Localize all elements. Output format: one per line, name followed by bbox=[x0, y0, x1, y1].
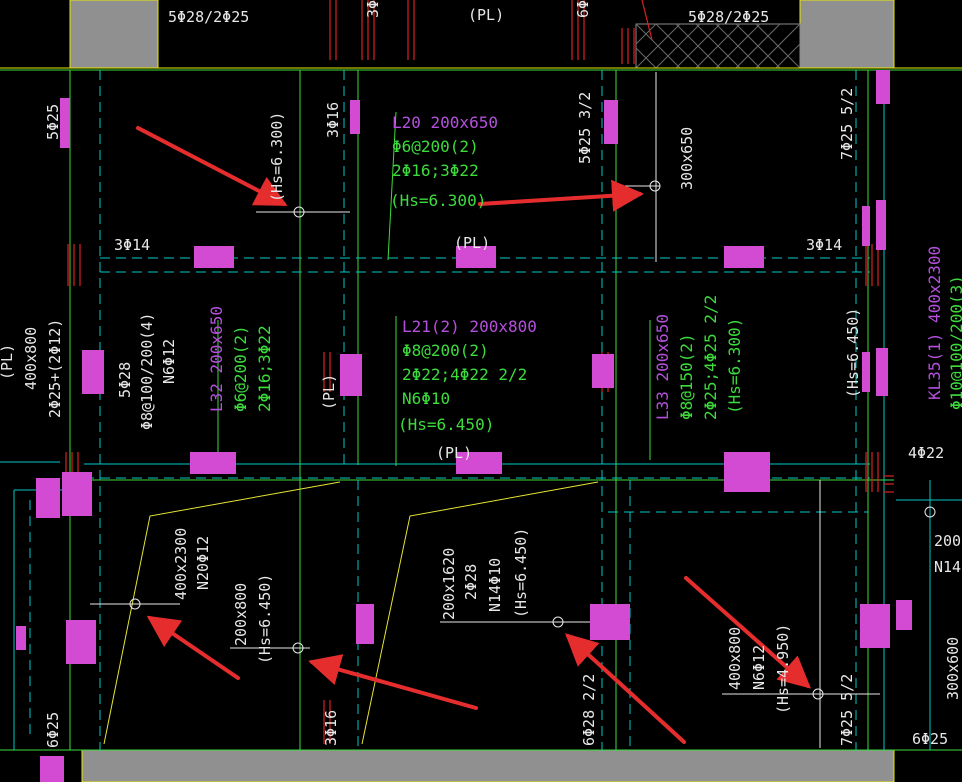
label-n6d12-left[interactable]: N6Φ12 bbox=[160, 339, 178, 384]
beam-l32-size: L32 200x650 bbox=[207, 306, 226, 412]
label-5d28[interactable]: 5Φ28 bbox=[116, 362, 134, 398]
beam-l21-label[interactable]: L21(2) 200x800 Φ8@200(2) 2Φ22;4Φ22 2/2 N… bbox=[398, 317, 537, 434]
marker-circle bbox=[293, 206, 305, 218]
beam-l32-stirrup: Φ6@200(2) bbox=[231, 325, 250, 412]
beam-kl35-size: KL35(1) 400x2300 bbox=[925, 246, 944, 400]
column-top-right[interactable] bbox=[799, 0, 895, 69]
beam-l32-label[interactable]: L32 200x650 Φ6@200(2) 2Φ16;3Φ22 bbox=[207, 306, 274, 412]
marker-circle bbox=[924, 506, 936, 518]
marker-circle bbox=[129, 598, 141, 610]
label-6d25-right-bottom[interactable]: 6Φ25 bbox=[912, 730, 948, 748]
top-labels: 5Φ28/2Φ25 (PL) 5Φ28/2Φ25 3Φ1 6Φ bbox=[168, 0, 769, 26]
label-7d25-52-upper[interactable]: 7Φ25 5/2 bbox=[838, 88, 856, 160]
label-pl-mid[interactable]: (PL) bbox=[320, 374, 338, 410]
beam-l33-size: L33 200x650 bbox=[653, 314, 672, 420]
label-3d16-lower[interactable]: 3Φ16 bbox=[322, 710, 340, 746]
beam-l20-label[interactable]: L20 200x650 Φ6@200(2) 2Φ16;3Φ22 (Hs=6.30… bbox=[390, 113, 498, 210]
label-hs-6450-b[interactable]: (Hs=6.450) bbox=[512, 528, 530, 618]
label-pl-lower[interactable]: (PL) bbox=[436, 444, 472, 462]
beam-l33-rebar: 2Φ25;4Φ25 2/2 bbox=[701, 295, 720, 420]
bottom-band bbox=[0, 749, 962, 782]
label-hs-6450-right[interactable]: (Hs=6.450) bbox=[844, 308, 862, 398]
leader-lines bbox=[103, 481, 599, 745]
label-3d14-right[interactable]: 3Φ14 bbox=[806, 236, 842, 254]
marker-circle bbox=[649, 180, 661, 192]
label-200x800[interactable]: 200x800 bbox=[232, 583, 250, 646]
label-n14-edge[interactable]: N14 bbox=[934, 558, 961, 576]
arrow bbox=[146, 615, 240, 680]
label-n20d12[interactable]: N20Φ12 bbox=[194, 536, 212, 590]
label-pl-center[interactable]: (PL) bbox=[454, 234, 490, 252]
label-400x800-right[interactable]: 400x800 bbox=[726, 627, 744, 690]
label-n14d10[interactable]: N14Φ10 bbox=[486, 558, 504, 612]
label-5d25-left[interactable]: 5Φ25 bbox=[44, 104, 62, 140]
label-300x600[interactable]: 300x600 bbox=[944, 637, 962, 700]
label-d8-100-200[interactable]: Φ8@100/200(4) bbox=[138, 313, 156, 430]
label-hs-6300-left[interactable]: (Hs=6.300) bbox=[268, 112, 286, 202]
beam-l21-stirrup: Φ8@200(2) bbox=[402, 341, 489, 360]
label-6d28-22[interactable]: 6Φ28 2/2 bbox=[580, 674, 598, 746]
beam-l21-torsion: N6Φ10 bbox=[402, 389, 450, 408]
top-label-left[interactable]: 5Φ28/2Φ25 bbox=[168, 8, 249, 26]
arrow bbox=[136, 126, 288, 206]
small-rebar-notes bbox=[16, 70, 912, 782]
top-band bbox=[0, 0, 962, 71]
beam-l20-stirrup: Φ6@200(2) bbox=[392, 137, 479, 156]
label-7d25-52-lower[interactable]: 7Φ25 5/2 bbox=[838, 674, 856, 746]
label-6d25-left-bottom[interactable]: 6Φ25 bbox=[44, 712, 62, 748]
beam-l21-rebar: 2Φ22;4Φ22 2/2 bbox=[402, 365, 527, 384]
beam-kl35-label[interactable]: KL35(1) 400x2300 Φ10@100/200(3) bbox=[925, 246, 962, 410]
label-2d28[interactable]: 2Φ28 bbox=[462, 564, 480, 600]
label-200-edge[interactable]: 200 bbox=[934, 532, 961, 550]
arrow bbox=[684, 576, 811, 689]
label-pl-far-left[interactable]: (PL) bbox=[0, 344, 16, 380]
label-300x650[interactable]: 300x650 bbox=[678, 127, 696, 190]
top-label-pl[interactable]: (PL) bbox=[468, 6, 504, 24]
arrow bbox=[565, 633, 686, 744]
label-5d25-32[interactable]: 5Φ25 3/2 bbox=[576, 92, 594, 164]
label-2d25-2d12[interactable]: 2Φ25+(2Φ12) bbox=[46, 319, 64, 418]
label-3d16-upper[interactable]: 3Φ16 bbox=[324, 102, 342, 138]
marker-circle bbox=[812, 688, 824, 700]
label-hs-4950[interactable]: (Hs=4.950) bbox=[774, 624, 792, 714]
top-label-frag-a[interactable]: 3Φ1 bbox=[364, 0, 382, 18]
hatch-pattern bbox=[635, 23, 801, 69]
beam-l21-height: (Hs=6.450) bbox=[398, 415, 494, 434]
column-top-left[interactable] bbox=[69, 0, 159, 69]
beam-l21-size: L21(2) 200x800 bbox=[402, 317, 537, 336]
label-hs-6450-a[interactable]: (Hs=6.450) bbox=[256, 574, 274, 664]
arrow bbox=[478, 179, 644, 212]
label-200x1620[interactable]: 200x1620 bbox=[440, 548, 458, 620]
label-3d14-left[interactable]: 3Φ14 bbox=[114, 236, 150, 254]
annotation-arrows bbox=[136, 126, 811, 744]
marker-circle bbox=[292, 642, 304, 654]
beam-kl35-stirrup: Φ10@100/200(3) bbox=[947, 275, 962, 410]
beam-l33-stirrup: Φ8@150(2) bbox=[677, 333, 696, 420]
beam-bottom[interactable] bbox=[81, 749, 895, 782]
label-n6d12-right[interactable]: N6Φ12 bbox=[750, 645, 768, 690]
beam-l33-height: (Hs=6.300) bbox=[725, 318, 744, 414]
beam-l20-size: L20 200x650 bbox=[392, 113, 498, 132]
beam-l20-rebar: 2Φ16;3Φ22 bbox=[392, 161, 479, 180]
top-label-right[interactable]: 5Φ28/2Φ25 bbox=[688, 8, 769, 26]
top-label-frag-b[interactable]: 6Φ bbox=[574, 0, 592, 18]
beam-l20-height: (Hs=6.300) bbox=[390, 191, 486, 210]
marker-circle bbox=[552, 616, 564, 628]
label-400x800-left[interactable]: 400x800 bbox=[22, 327, 40, 390]
beam-l33-label[interactable]: L33 200x650 Φ8@150(2) 2Φ25;4Φ25 2/2 (Hs=… bbox=[653, 295, 744, 420]
rebar-labels: 5Φ25 3Φ16 (Hs=6.300) 5Φ25 3/2 300x650 7Φ… bbox=[0, 88, 962, 748]
label-4d22[interactable]: 4Φ22 bbox=[908, 444, 944, 462]
beam-l32-rebar: 2Φ16;3Φ22 bbox=[255, 325, 274, 412]
arrow bbox=[308, 654, 478, 710]
label-400x2300[interactable]: 400x2300 bbox=[172, 528, 190, 600]
